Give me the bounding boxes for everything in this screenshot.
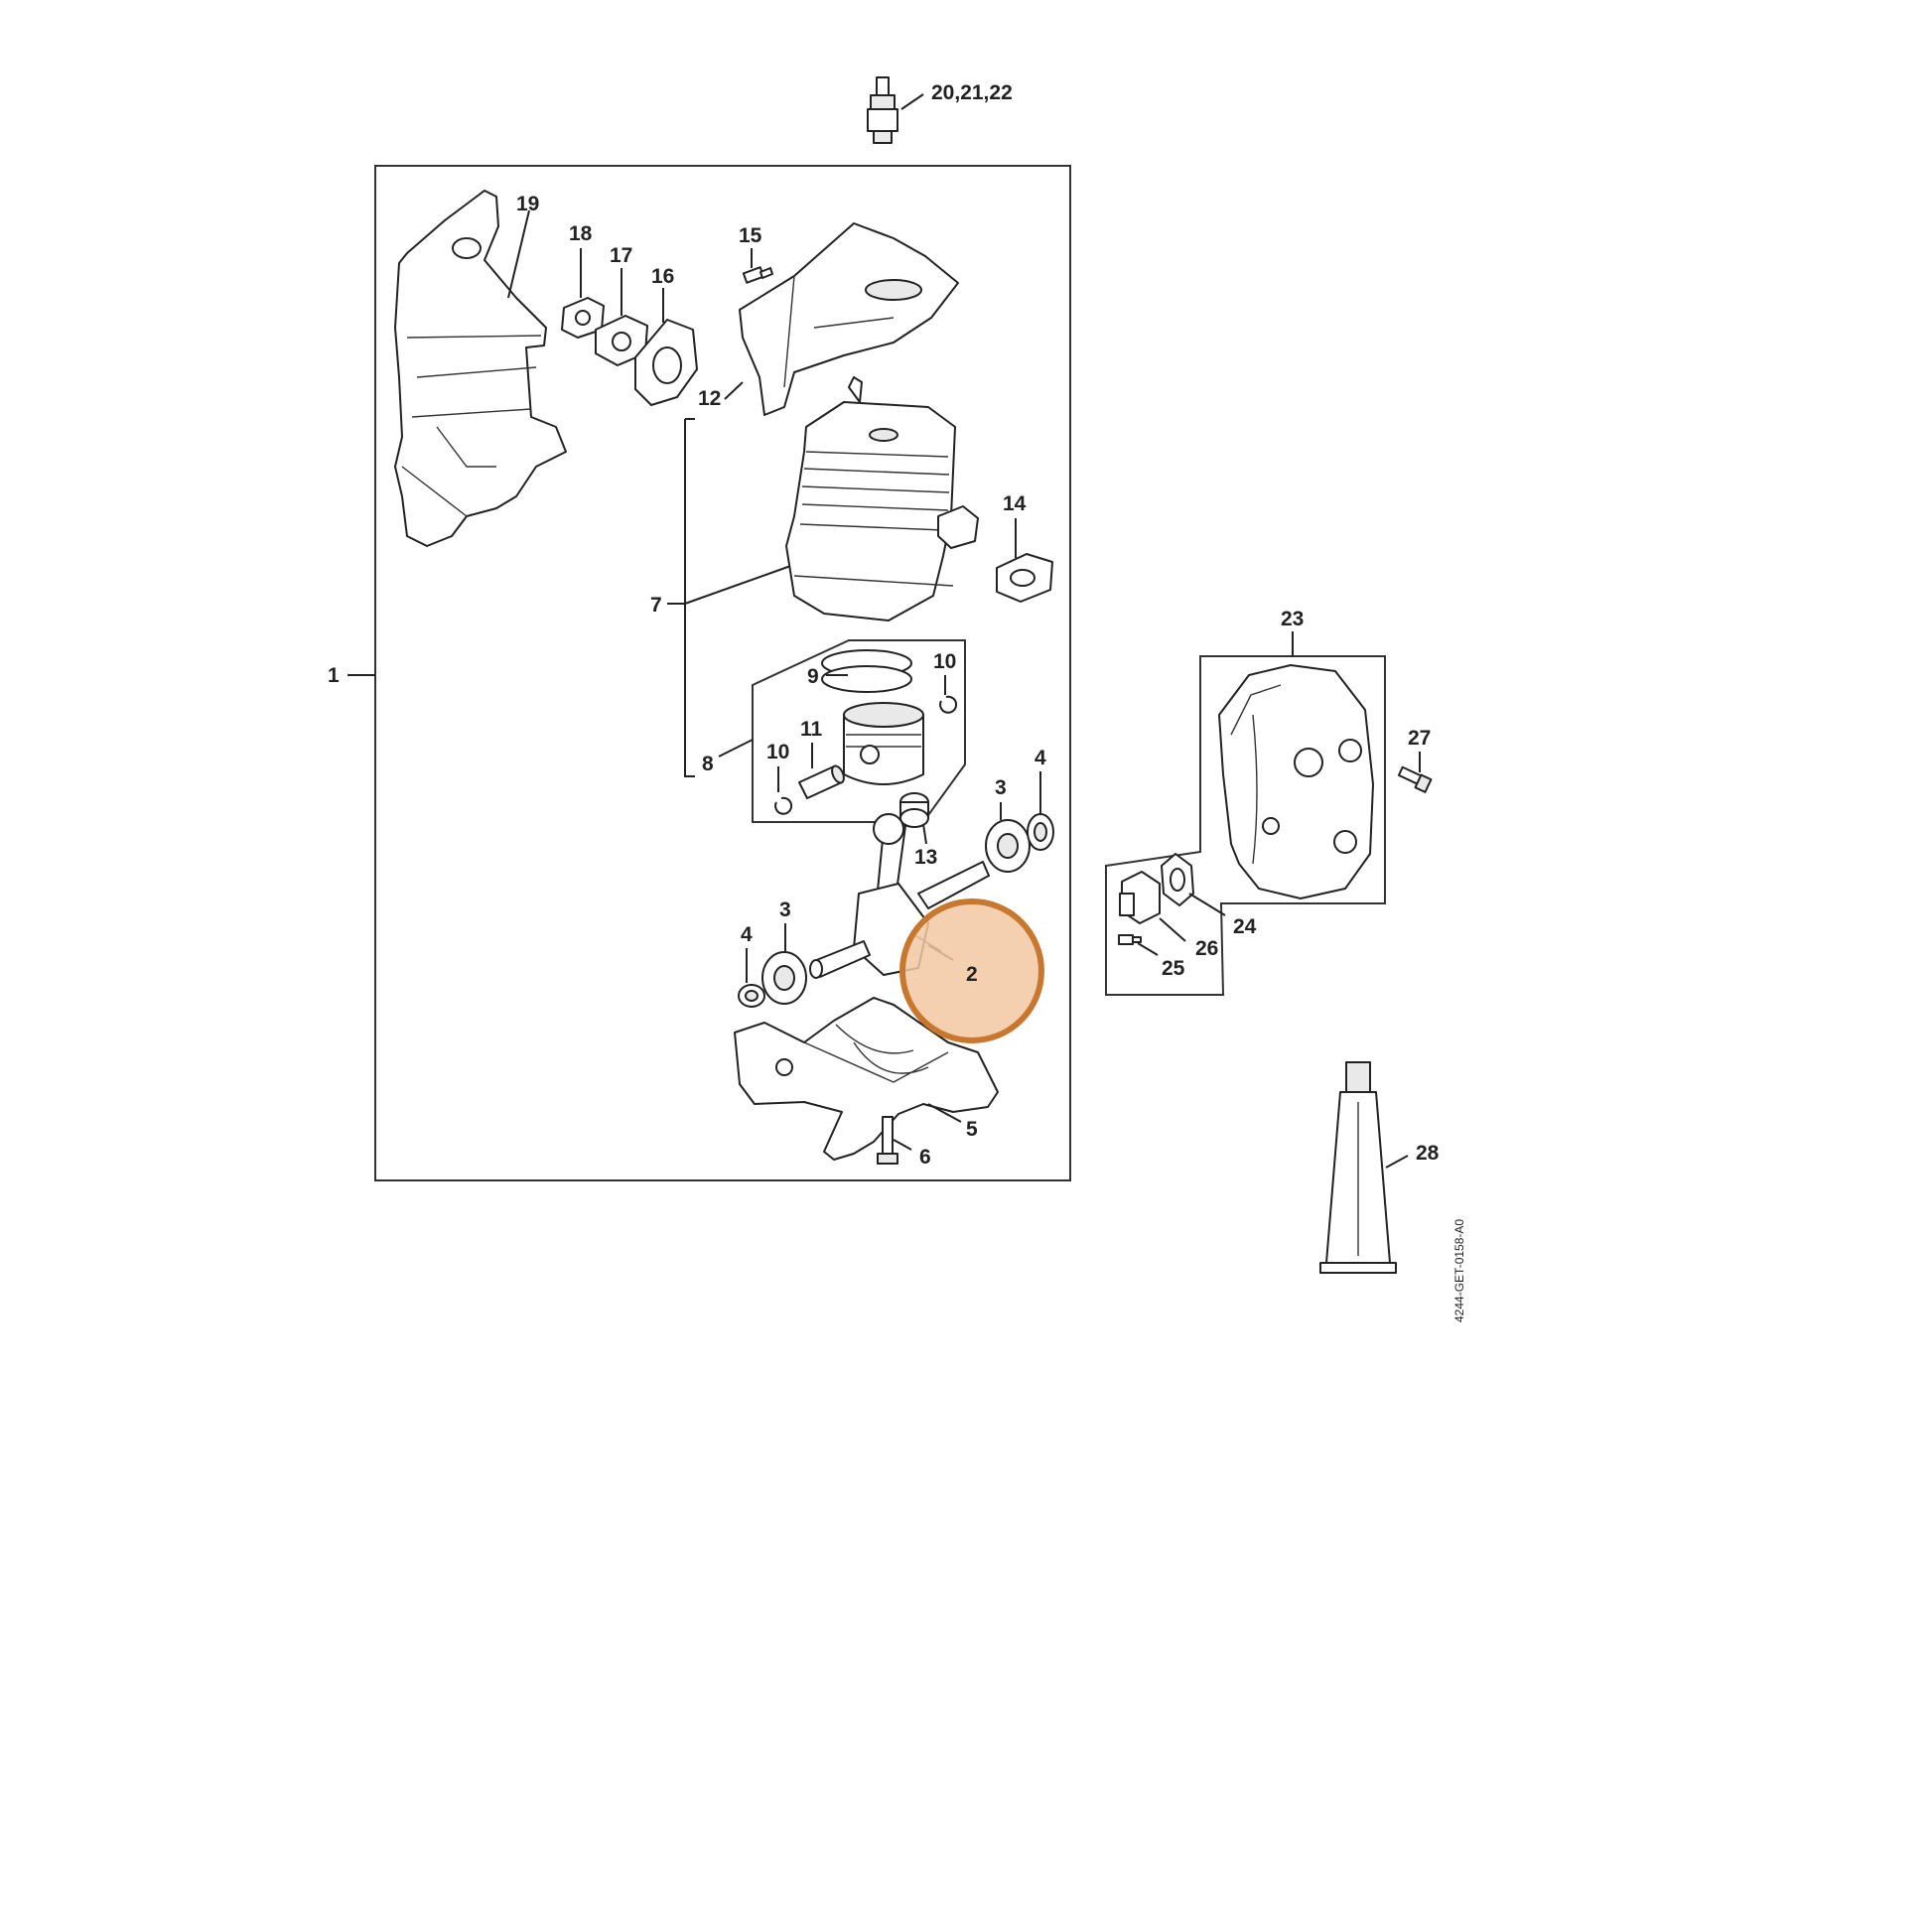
grease-tube-icon[interactable] bbox=[1319, 1061, 1397, 1274]
callout-11[interactable]: 11 bbox=[800, 718, 823, 741]
callout-3-upper[interactable]: 3 bbox=[995, 776, 1007, 799]
exhaust-gasket-icon[interactable] bbox=[996, 553, 1053, 603]
screw-6-icon[interactable] bbox=[877, 1116, 898, 1165]
callout-10-upper[interactable]: 10 bbox=[933, 650, 956, 673]
leader-12 bbox=[724, 381, 744, 400]
callout-15[interactable]: 15 bbox=[739, 224, 762, 247]
callout-16[interactable]: 16 bbox=[651, 265, 674, 288]
muffler-group-frame bbox=[1105, 655, 1386, 996]
callout-28[interactable]: 28 bbox=[1416, 1142, 1440, 1165]
screw-25-icon[interactable] bbox=[1118, 934, 1142, 945]
bracket-branch-7 bbox=[684, 563, 797, 605]
piston-rings-icon[interactable] bbox=[821, 649, 912, 693]
bracket-line bbox=[684, 419, 695, 777]
leader-5 bbox=[927, 1103, 962, 1123]
leader-13 bbox=[922, 823, 927, 845]
callout-25[interactable]: 25 bbox=[1162, 957, 1185, 980]
drawing-code: 4244-GET-0158-A0 bbox=[1452, 1219, 1466, 1322]
callout-1[interactable]: 1 bbox=[328, 664, 340, 687]
circlip-10-lower-icon[interactable] bbox=[774, 796, 793, 815]
oil-seal-4-lower-icon[interactable] bbox=[738, 984, 765, 1008]
leader-20 bbox=[900, 93, 924, 110]
callout-4-upper[interactable]: 4 bbox=[1035, 747, 1046, 769]
callout-8[interactable]: 8 bbox=[702, 753, 714, 775]
callout-10-lower[interactable]: 10 bbox=[766, 741, 789, 763]
screw-27-icon[interactable] bbox=[1397, 765, 1433, 793]
engine-assembly-frame bbox=[374, 165, 1071, 1181]
leader-19 bbox=[507, 209, 530, 299]
leader-24 bbox=[1188, 893, 1226, 916]
leader-6 bbox=[893, 1139, 912, 1151]
piston-kit-frame bbox=[752, 639, 966, 823]
callout-13[interactable]: 13 bbox=[914, 846, 937, 869]
callout-18[interactable]: 18 bbox=[569, 222, 593, 245]
screw-15-icon[interactable] bbox=[742, 266, 773, 284]
callout-4-lower[interactable]: 4 bbox=[741, 923, 753, 946]
callout-14[interactable]: 14 bbox=[1003, 492, 1027, 515]
callout-5[interactable]: 5 bbox=[966, 1118, 978, 1141]
callout-12[interactable]: 12 bbox=[698, 387, 721, 410]
callout-27[interactable]: 27 bbox=[1408, 727, 1431, 750]
oil-seal-4-upper-icon[interactable] bbox=[1027, 813, 1054, 851]
cylinder-icon[interactable] bbox=[785, 376, 979, 621]
callout-9[interactable]: 9 bbox=[807, 665, 819, 688]
leader-25 bbox=[1137, 942, 1159, 956]
muffler-icon[interactable] bbox=[1218, 664, 1374, 899]
circlip-10-upper-icon[interactable] bbox=[939, 695, 958, 714]
gasket-17-icon[interactable] bbox=[595, 315, 648, 366]
leader-28 bbox=[1385, 1155, 1409, 1169]
callout-19[interactable]: 19 bbox=[516, 193, 539, 215]
leader-8 bbox=[718, 739, 754, 758]
callout-3-lower[interactable]: 3 bbox=[779, 898, 791, 921]
ball-bearing-3-lower-icon[interactable] bbox=[761, 951, 807, 1005]
piston-pin-icon[interactable] bbox=[798, 764, 846, 799]
spark-plug-icon[interactable] bbox=[867, 76, 898, 144]
callout-24[interactable]: 24 bbox=[1233, 915, 1257, 938]
highlight-marker[interactable] bbox=[899, 898, 1044, 1043]
callout-20-21-22[interactable]: 20,21,22 bbox=[931, 81, 1013, 104]
crankcase-icon[interactable] bbox=[734, 997, 999, 1161]
exhaust-flange-icon[interactable] bbox=[1119, 871, 1161, 924]
callout-2[interactable]: 2 bbox=[966, 963, 978, 986]
piston-icon[interactable] bbox=[843, 702, 924, 785]
fan-shroud-icon[interactable] bbox=[394, 190, 567, 547]
ball-bearing-3-upper-icon[interactable] bbox=[985, 819, 1031, 873]
intake-flange-icon[interactable] bbox=[634, 319, 698, 406]
needle-cage-icon[interactable] bbox=[899, 792, 929, 828]
callout-23[interactable]: 23 bbox=[1281, 608, 1304, 630]
callout-6[interactable]: 6 bbox=[919, 1146, 931, 1169]
muffler-gasket-icon[interactable] bbox=[1161, 853, 1194, 906]
cylinder-baffle-icon[interactable] bbox=[739, 222, 959, 416]
callout-7[interactable]: 7 bbox=[650, 594, 662, 617]
callout-26[interactable]: 26 bbox=[1195, 937, 1218, 960]
callout-17[interactable]: 17 bbox=[610, 244, 632, 267]
leader-26 bbox=[1159, 917, 1186, 942]
